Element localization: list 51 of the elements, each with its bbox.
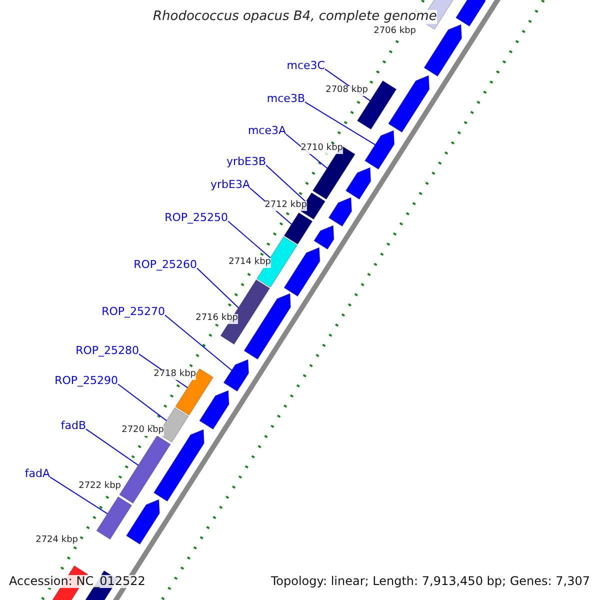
- scale-label: 2718 kbp: [154, 370, 196, 380]
- leader-line: [196, 268, 239, 308]
- gene-marker: [96, 496, 132, 540]
- leader-line: [50, 476, 108, 514]
- gene-marker: [455, 0, 486, 27]
- accession-text: Accession: NC_012522: [9, 575, 146, 588]
- gene-label: yrbE3A: [210, 179, 250, 192]
- gene-marker: [119, 435, 171, 504]
- leader-line: [86, 428, 139, 466]
- gene-marker: [328, 197, 352, 227]
- gene-marker: [126, 499, 160, 545]
- scale-label: 2712 kbp: [264, 201, 307, 211]
- scale-label: 2716 kbp: [196, 314, 238, 324]
- gene-marker: [345, 167, 372, 200]
- gene-marker: [424, 24, 462, 77]
- gene-label: fadA: [24, 468, 50, 480]
- gene-label: ROP_25270: [102, 306, 165, 318]
- gene-label: ROP_25260: [134, 259, 197, 272]
- gene-marker: [388, 75, 430, 133]
- gene-marker: [364, 130, 395, 170]
- leader-line: [266, 164, 306, 202]
- gene-label: mce3A: [248, 125, 286, 138]
- gene-marker: [220, 279, 270, 345]
- gene-marker: [284, 212, 313, 245]
- gene-label: ROP_25280: [76, 345, 139, 358]
- gene-marker: [314, 225, 334, 250]
- gene-label: ROP_25290: [54, 375, 118, 388]
- scale-label: 2708 kbp: [326, 86, 368, 96]
- gene-label: mce3B: [266, 93, 305, 106]
- gene-label: ROP_25250: [164, 212, 228, 224]
- scale-label: 2706 kbp: [374, 27, 416, 37]
- scale-label: 2722 kbp: [78, 482, 121, 492]
- scale-label: 2714 kbp: [228, 258, 271, 268]
- gene-marker: [199, 390, 230, 430]
- leader-line: [228, 220, 271, 258]
- gene-label: yrbE3B: [226, 156, 266, 168]
- genome-title: Rhodococcus opacus B4, complete genome: [153, 10, 437, 24]
- scale-label: 2710 kbp: [300, 144, 343, 154]
- gene-marker: [284, 247, 320, 297]
- gene-marker: [244, 293, 291, 360]
- gene-marker: [175, 368, 214, 416]
- scale-label: 2724 kbp: [36, 536, 78, 546]
- gene-label: fadB: [60, 420, 86, 432]
- topology-text: Topology: linear; Length: 7,913,450 bp; Genes: 7,307: [270, 575, 590, 588]
- leader-line: [304, 102, 376, 146]
- leader-line: [164, 314, 232, 371]
- scale-label: 2720 kbp: [122, 426, 164, 436]
- gene-marker: [223, 359, 249, 392]
- gene-label: mce3C: [286, 60, 325, 72]
- gene-marker: [256, 236, 298, 288]
- leader-line: [118, 384, 168, 422]
